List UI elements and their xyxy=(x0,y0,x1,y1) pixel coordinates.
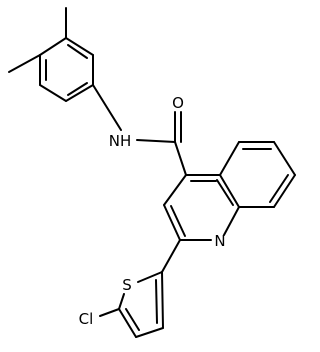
atom-labels: NH O N S Cl xyxy=(79,94,226,328)
bond-aryl-nh xyxy=(92,84,122,131)
bond-carbonyl-c4 xyxy=(174,141,187,176)
bond-c7-c8-inner xyxy=(269,174,289,203)
bond-c2-thiophene xyxy=(161,239,181,273)
bond-nh-carbonyl xyxy=(136,139,176,143)
atom-label-nh: NH xyxy=(109,132,132,150)
bond-c5-c4-inner xyxy=(125,308,140,331)
bond-phenyl-1 xyxy=(39,37,67,56)
bond-c8a-c4a-inner xyxy=(216,179,234,206)
bond-phenyl-4 xyxy=(65,84,94,102)
bond-c3-c2 xyxy=(163,204,181,241)
bond-c5-c4 xyxy=(118,308,137,338)
bond-c2th-c3th-inner xyxy=(155,279,158,324)
bond-c4a-c5 xyxy=(219,141,240,176)
bonds xyxy=(8,7,296,338)
bond-phenyl-inner-2 xyxy=(67,82,88,96)
bond-c3th-c2th xyxy=(161,271,164,329)
bond-c8a-c4a xyxy=(219,174,240,208)
bond-n1-c8a xyxy=(223,206,240,236)
bond-c4-c3 xyxy=(163,174,187,206)
bond-c6-c7 xyxy=(273,141,296,176)
atom-label-o: O xyxy=(172,94,184,112)
atom-label-s: S xyxy=(122,276,132,294)
atom-label-cl: Cl xyxy=(79,310,94,328)
bond-phenyl-3 xyxy=(39,84,67,102)
bond-methyl-left xyxy=(8,54,41,73)
bond-th-c2-s xyxy=(137,271,163,283)
bond-c4-c3th xyxy=(135,327,164,338)
chemical-structure-diagram: NH O N S Cl xyxy=(8,7,296,338)
bond-c5-cl xyxy=(99,308,120,317)
bond-s-c5 xyxy=(118,293,125,310)
bond-phenyl-6 xyxy=(65,37,94,56)
bond-c3-c2-inner xyxy=(170,205,186,237)
atom-label-n: N xyxy=(214,232,225,250)
bond-phenyl-inner-3 xyxy=(67,44,88,59)
bond-c7-c8 xyxy=(273,174,296,208)
